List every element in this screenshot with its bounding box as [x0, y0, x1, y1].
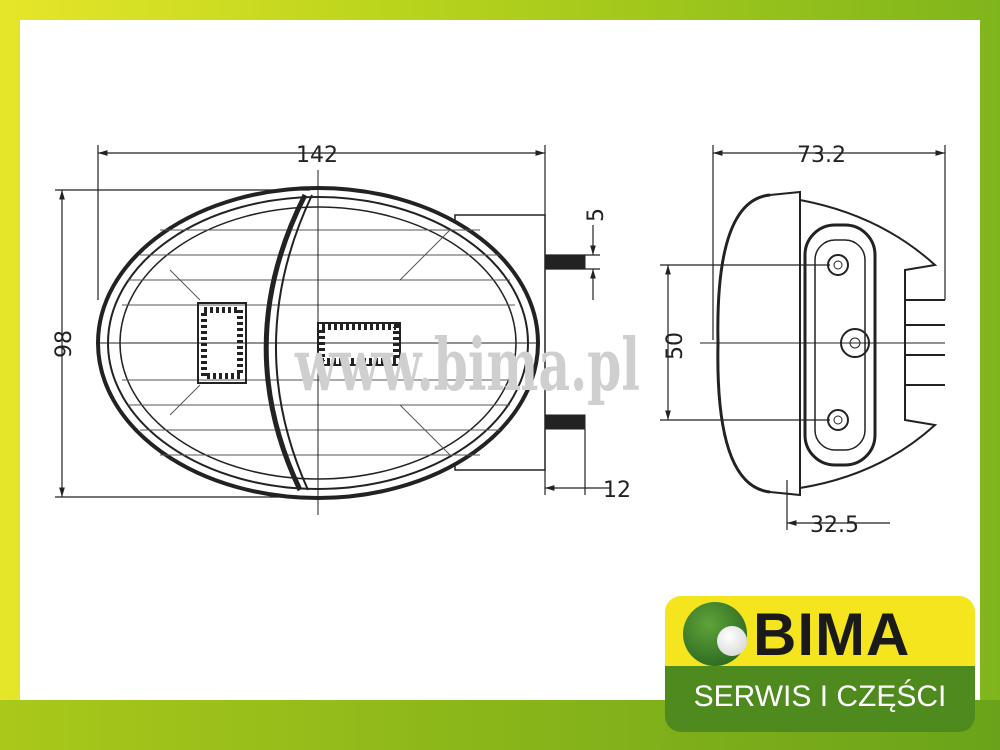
side-view	[700, 190, 945, 497]
dim-12: 12	[603, 478, 631, 503]
dim-73-2: 73.2	[797, 143, 846, 168]
front-dimensions	[55, 145, 610, 498]
logo-tagline: SERWIS I CZĘŚCI	[693, 680, 947, 713]
logo-brand: BIMA	[753, 601, 911, 668]
bima-logo: BIMA SERWIS I CZĘŚCI	[665, 596, 975, 736]
dim-5: 5	[584, 208, 609, 222]
watermark: www.bima.pl	[294, 322, 640, 407]
side-dimensions	[660, 145, 946, 530]
dim-142: 142	[296, 143, 338, 168]
dim-32-5: 32.5	[810, 513, 859, 538]
front-view	[96, 170, 586, 515]
dim-98: 98	[52, 330, 77, 358]
dim-50: 50	[663, 332, 688, 360]
